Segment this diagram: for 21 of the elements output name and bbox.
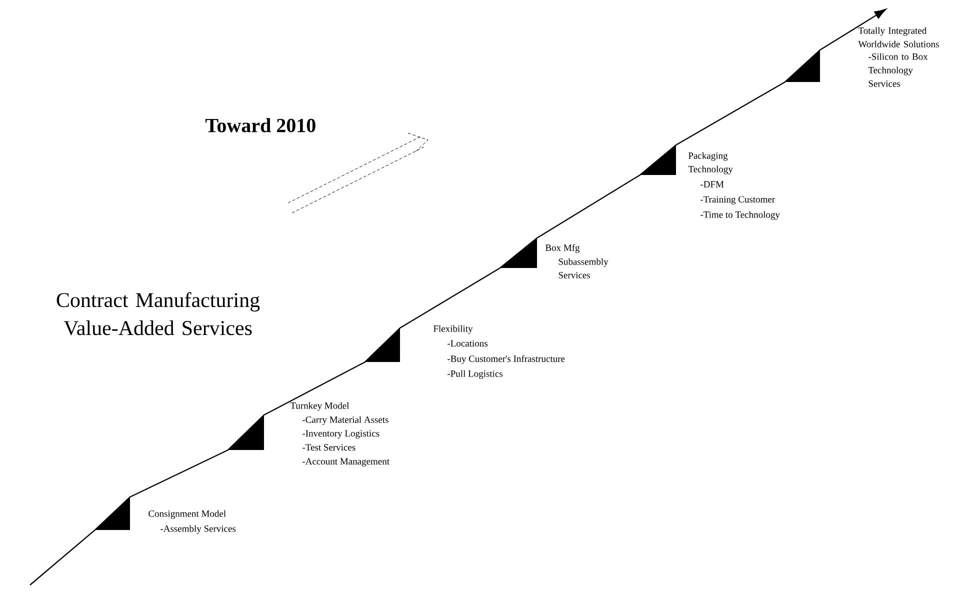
stage-label: -Locations	[448, 340, 488, 347]
stage-label: -Carry Material Assets	[302, 416, 388, 425]
stage-label: -Training Customer	[700, 196, 775, 205]
stage-label: Totally Integrated Worldwide Solutions	[858, 27, 939, 48]
stage-label: -Assembly Services	[160, 525, 236, 534]
stage-label: Box Mfg	[545, 244, 580, 253]
stage-label: -Buy Customer's Infrastructure	[448, 355, 565, 364]
stage-label: -Pull Logistics	[448, 370, 503, 379]
stage-label: Flexibility	[433, 325, 473, 334]
stage-label: -Time to Technology	[700, 211, 780, 220]
stage-label: -Account Management	[302, 458, 390, 466]
stage-label: -Inventory Logistics	[302, 430, 380, 439]
stage-label: Turnkey Model	[290, 402, 350, 411]
stage-label: Consignment Model	[148, 510, 226, 519]
stage-label: Packaging Technology	[688, 152, 733, 174]
title: Contract Manufacturing Value-Added Services	[56, 292, 260, 336]
heading: Toward 2010	[206, 118, 316, 132]
stage-label: -Test Services	[302, 444, 356, 451]
stage-label: -DFM	[700, 181, 724, 188]
stage-label: -Silicon to Box Technology Services	[868, 53, 928, 87]
stage-label: Subassembly Services	[558, 258, 608, 278]
